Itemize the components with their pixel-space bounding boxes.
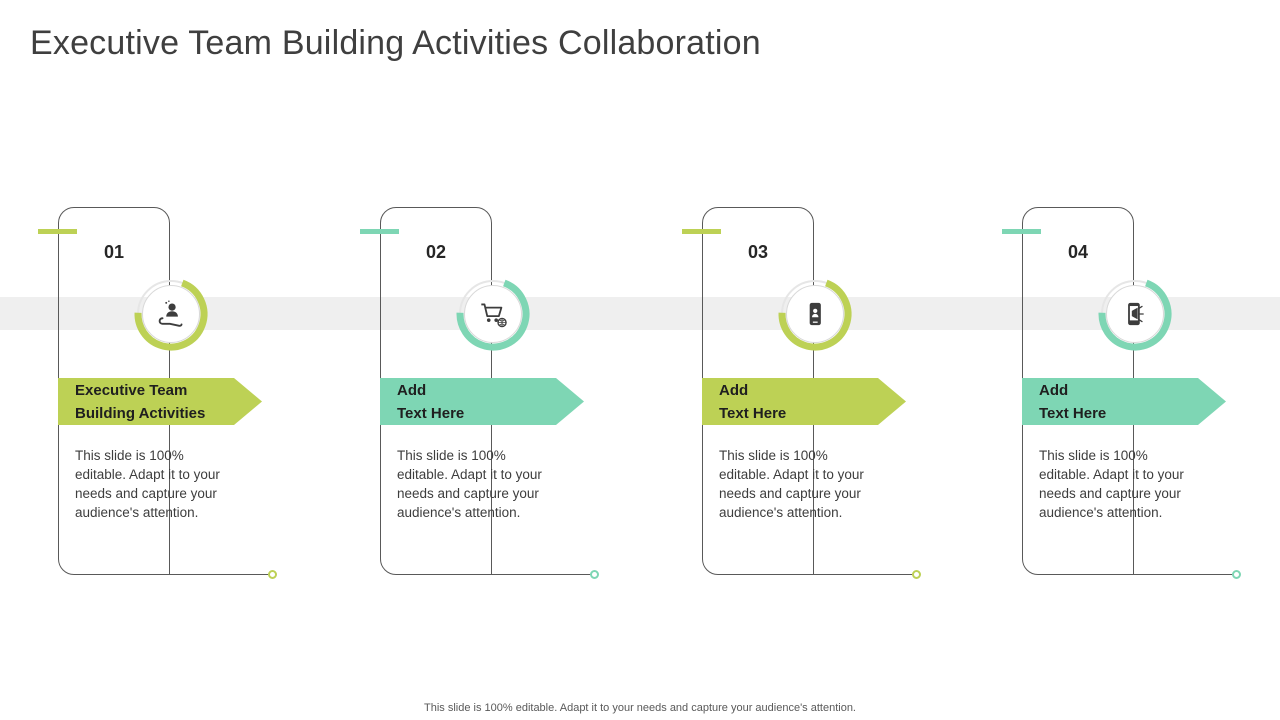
accent-dash [682, 229, 721, 234]
connector-line [481, 574, 597, 575]
step-heading: Add Text Here [397, 381, 465, 422]
accent-dash [1002, 229, 1041, 234]
step-description: This slide is 100% editable. Adapt it to… [397, 448, 542, 520]
connector-dot [268, 570, 277, 579]
connector-dot [912, 570, 921, 579]
step-number: 01 [103, 242, 125, 262]
step-heading: Executive Team Building Activities [75, 381, 206, 422]
step-heading-banner: Add Text Here [1022, 378, 1226, 425]
hand-care-icon [142, 285, 200, 343]
step-card-3: 03 Add Text Here This slide is 100% edit… [682, 207, 921, 579]
step-heading-banner: Add Text Here [380, 378, 584, 425]
accent-dash [38, 229, 77, 234]
footer-note: This slide is 100% editable. Adapt it to… [424, 702, 856, 714]
connector-line [803, 574, 919, 575]
connector-dot [1232, 570, 1241, 579]
shopping-cart-globe-icon [464, 285, 522, 343]
phone-megaphone-icon [1106, 285, 1164, 343]
step-description: This slide is 100% editable. Adapt it to… [719, 448, 864, 520]
progress-ring [778, 277, 852, 351]
step-card-2: 02 Add Text Here This slide is 100% edit… [360, 207, 599, 579]
accent-dash [360, 229, 399, 234]
step-card-4: 04 Add Text Here This slide is 100% edit… [1002, 207, 1241, 579]
step-number: 02 [425, 242, 447, 262]
step-number: 03 [747, 242, 769, 262]
phone-profile-icon [786, 285, 844, 343]
step-heading: Add Text Here [719, 381, 787, 422]
page-title: Executive Team Building Activities Colla… [30, 24, 761, 62]
step-heading-banner: Executive Team Building Activities [58, 378, 262, 425]
connector-line [1123, 574, 1239, 575]
step-heading-banner: Add Text Here [702, 378, 906, 425]
step-icon-circle [131, 274, 211, 354]
step-description: This slide is 100% editable. Adapt it to… [75, 448, 220, 520]
connector-dot [590, 570, 599, 579]
step-card-1: 01 Executive Team Building Activities Th… [38, 207, 277, 579]
progress-ring [134, 277, 208, 351]
step-icon-circle [775, 274, 855, 354]
horizontal-accent-band [0, 297, 1280, 330]
step-heading: Add Text Here [1039, 381, 1107, 422]
step-icon-circle [453, 274, 533, 354]
progress-ring [1098, 277, 1172, 351]
progress-ring [456, 277, 530, 351]
connector-line [159, 574, 275, 575]
step-description: This slide is 100% editable. Adapt it to… [1039, 448, 1184, 520]
step-number: 04 [1067, 242, 1089, 262]
step-icon-circle [1095, 274, 1175, 354]
